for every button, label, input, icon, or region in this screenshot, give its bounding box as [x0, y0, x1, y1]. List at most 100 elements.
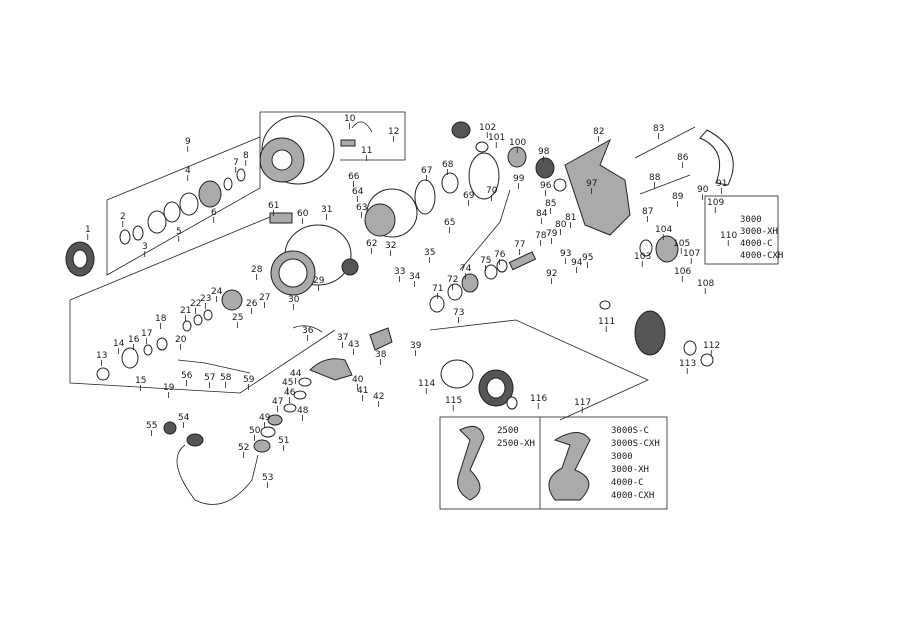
part-number-label: 81	[565, 213, 576, 223]
washer-part	[639, 239, 653, 257]
body-cover-part	[699, 129, 734, 186]
bearing-part	[441, 172, 459, 194]
part-number-label: 73	[453, 308, 464, 318]
part-number-label: 20	[175, 335, 187, 345]
bearing-part	[553, 178, 567, 192]
part-number-label: 29	[313, 276, 325, 286]
washer-part	[147, 210, 167, 234]
part-number-label: 78	[535, 231, 547, 241]
spring-wire-part	[351, 121, 373, 133]
part-number-label: 107	[683, 249, 700, 259]
handle-right-model-4: 3000-XH	[611, 465, 649, 475]
washer-part	[193, 314, 203, 326]
ring-part	[414, 179, 436, 215]
handle-left-model-2: 2500-XH	[497, 439, 535, 449]
part-number-label: 72	[447, 275, 458, 285]
stopper-part	[369, 327, 393, 351]
leader-lines	[87, 123, 729, 488]
washer-part	[163, 201, 181, 223]
oring-part	[440, 359, 474, 389]
handle-group-line	[429, 319, 649, 421]
model-notes: 3000 3000-XH 4000-C 4000-CXH 2500 2500-X…	[497, 215, 783, 501]
part-number-label: 117	[574, 398, 591, 408]
handle-right-model-5: 4000-C	[611, 478, 644, 488]
bail-nut-part	[253, 439, 271, 453]
part-number-label: 96	[540, 181, 552, 191]
part-number-label: 12	[388, 127, 399, 137]
part-number-label: 9	[185, 137, 191, 147]
part-number-label: 35	[424, 248, 435, 258]
cover-plate-part	[269, 212, 293, 224]
drag-clicker-part	[198, 180, 222, 208]
washer-part	[96, 367, 110, 381]
part-number-label: 94	[571, 258, 583, 268]
handle-cap-inner	[486, 377, 506, 399]
part-number-label: 97	[586, 179, 597, 189]
handle-right-model-2: 3000S-CXH	[611, 439, 660, 449]
spool-hub-part	[271, 149, 293, 171]
model-note-box	[704, 195, 779, 265]
part-number-label: 30	[288, 295, 300, 305]
washer-part	[179, 192, 199, 216]
washer-part	[496, 259, 508, 273]
part-number-label: 82	[593, 127, 604, 137]
parts	[65, 115, 734, 505]
part-number-label: 93	[560, 249, 571, 259]
part-number-label: 80	[555, 220, 567, 230]
bail-holder-part	[186, 433, 204, 447]
shaft-part	[639, 174, 691, 195]
gear-part	[655, 235, 679, 263]
washer-part	[484, 264, 498, 280]
bearing-part	[683, 340, 697, 356]
part-number-label: 1	[85, 225, 91, 235]
part-number-label: 90	[697, 185, 709, 195]
handle-left-model-1: 2500	[497, 426, 519, 436]
group-brackets	[69, 111, 779, 510]
part-number-label: 108	[697, 279, 714, 289]
clip-part	[119, 229, 131, 245]
part-number-label: 69	[463, 191, 475, 201]
handle-right-model-1: 3000S-C	[611, 426, 649, 436]
part-number-label: 101	[488, 133, 505, 143]
rotor-nut-part	[341, 258, 359, 276]
bearing-part	[429, 295, 445, 313]
part-number-label: 79	[546, 229, 558, 239]
part-number-label: 70	[486, 186, 498, 196]
part-number-label: 19	[163, 383, 175, 393]
part-number-label: 39	[410, 341, 422, 351]
gear-part	[535, 157, 555, 179]
part-number-label: 87	[642, 207, 653, 217]
clip-part	[340, 139, 356, 147]
reel-body-part	[564, 138, 631, 236]
washer-part	[236, 168, 246, 182]
part-number-label: 71	[432, 284, 443, 294]
washer-part	[182, 320, 192, 332]
part-number-label: 102	[479, 123, 496, 133]
part-number-label: 58	[220, 373, 232, 383]
bail-arm-part	[309, 358, 353, 381]
rotor-group-bracket	[69, 300, 336, 394]
part-number-label: 4	[185, 166, 191, 176]
part-number-label: 106	[674, 267, 691, 277]
part-number-label: 16	[128, 335, 140, 345]
part-number-label: 42	[373, 392, 384, 402]
shaft-part	[634, 126, 696, 159]
part-number-label: 59	[243, 375, 255, 385]
part-number-label: 41	[357, 386, 368, 396]
gear-part	[461, 273, 479, 293]
bail-wire-part	[176, 444, 259, 505]
part-number-label: 111	[598, 317, 615, 327]
bearing-part	[447, 283, 463, 301]
handle-right-model-6: 4000-CXH	[611, 491, 654, 501]
part-number-label: 88	[649, 173, 661, 183]
part-number-label: 24	[211, 287, 223, 297]
part-number-label: 40	[352, 375, 364, 385]
spring-wire-part	[292, 325, 323, 333]
part-number-label: 68	[442, 160, 454, 170]
part-number-label: 75	[480, 256, 491, 266]
part-number-label: 44	[290, 369, 302, 379]
drive-gear-part	[634, 310, 666, 356]
part-number-label: 62	[366, 239, 377, 249]
